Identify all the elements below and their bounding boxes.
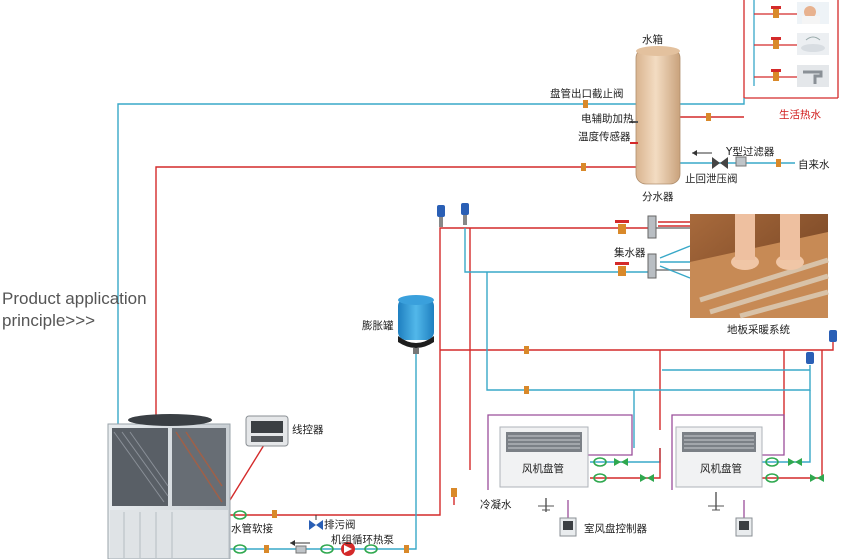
inline-valve — [264, 100, 781, 553]
circulation-pump-icon — [341, 542, 355, 556]
fan-coil-valve — [614, 458, 824, 482]
label-wire-controller: 线控器 — [292, 423, 324, 436]
wire-controller-icon — [245, 415, 289, 447]
label-condensate: 冷凝水 — [480, 498, 512, 511]
check-valve — [712, 157, 728, 169]
basin-photo — [797, 33, 829, 55]
label-fan-coil-1: 风机盘管 — [522, 462, 564, 475]
floor-valve — [615, 220, 629, 276]
label-collector: 集水器 — [614, 246, 646, 259]
label-soft-pipe: 水管软接 — [231, 522, 273, 535]
hot-water-valve — [771, 6, 781, 81]
y-filter — [735, 156, 747, 167]
collector-manifold — [647, 253, 657, 279]
label-fan-coil-2: 风机盘管 — [700, 462, 742, 475]
faucet-photo — [797, 65, 829, 87]
label-tap-water: 自来水 — [798, 158, 830, 171]
fan-coil-unit-1 — [499, 426, 589, 488]
fan-coil-unit-2 — [675, 426, 763, 488]
pipe-network — [117, 98, 834, 550]
distributor-manifold — [647, 215, 657, 239]
intro-line-2: principle>>> — [2, 311, 95, 330]
air-vent-icon — [437, 203, 837, 364]
intro-line-1: Product application — [2, 289, 147, 308]
heat-pump-unit — [107, 414, 231, 559]
shower-photo — [797, 2, 829, 24]
label-water-tank: 水箱 — [642, 33, 663, 46]
floor-heating-photo — [690, 214, 829, 319]
label-domestic-hot-water: 生活热水 — [779, 108, 821, 121]
label-drain-valve: 排污阀 — [324, 518, 356, 531]
expansion-tank — [398, 295, 434, 354]
label-circ-pump: 机组循环热泵 — [331, 533, 394, 546]
bottom-valve — [404, 488, 457, 553]
label-check-valve: 止回泄压阀 — [685, 172, 738, 185]
flow-arrow-icon — [290, 540, 310, 554]
flow-arrow-icon — [692, 150, 712, 156]
label-electric-heater: 电辅助加热 — [581, 112, 634, 125]
condensate-icon — [538, 505, 724, 511]
water-tank — [630, 46, 681, 185]
drain-valve-icon — [309, 515, 323, 530]
label-y-filter: Y型过滤器 — [725, 145, 775, 158]
fan-coil-wiring — [487, 414, 785, 520]
label-floor-heating: 地板采暖系统 — [727, 323, 790, 336]
label-fan-coil-controller: 室风盘控制器 — [584, 522, 647, 535]
soft-joint-icon — [233, 457, 779, 554]
label-coil-outlet-valve: 盘管出口截止阀 — [550, 87, 624, 100]
label-temp-sensor: 温度传感器 — [578, 130, 631, 143]
label-expansion-tank: 膨胀罐 — [362, 319, 394, 332]
fan-coil-controller-icon — [559, 517, 753, 537]
label-distributor: 分水器 — [642, 191, 674, 203]
